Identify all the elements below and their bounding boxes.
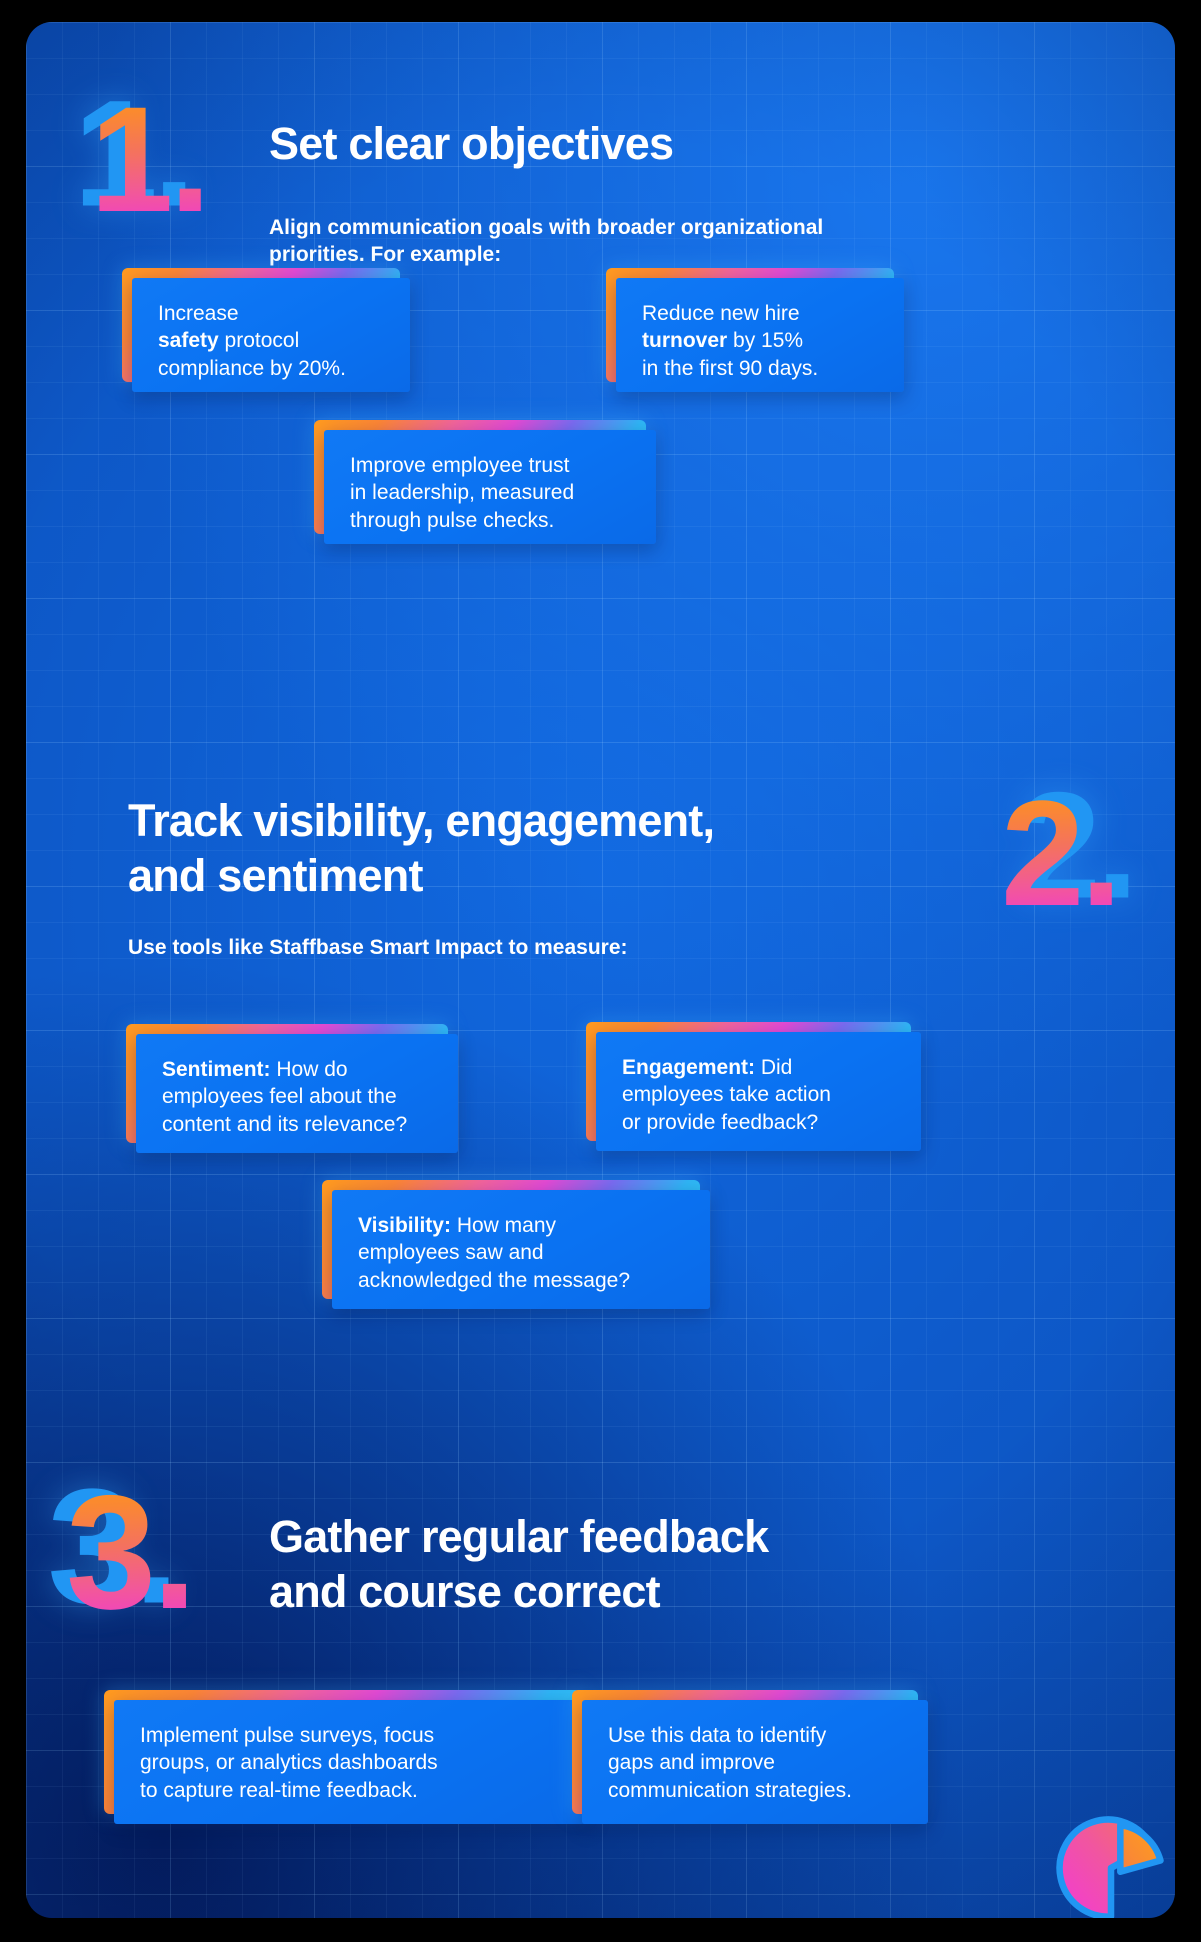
card-text: Sentiment: How do employees feel about t…	[162, 1058, 408, 1136]
section-2-subheading: Use tools like Staffbase Smart Impact to…	[128, 936, 628, 959]
step-number-3-face: 3.	[66, 1462, 197, 1643]
section-2-heading: Track visibility, engagement, and sentim…	[128, 795, 715, 901]
card-body	[132, 278, 410, 392]
card-body	[136, 1034, 458, 1153]
card-body	[332, 1190, 710, 1309]
step-number-1-shadow: 1.	[73, 78, 195, 229]
card-body	[616, 278, 904, 392]
card-pulse-surveys: Implement pulse surveys, focus groups, o…	[104, 1690, 591, 1824]
card-employee-trust: Improve employee trust in leadership, me…	[314, 420, 656, 544]
pie-chart-icon	[1056, 1816, 1164, 1918]
step-number-2-face: 2.	[1001, 769, 1122, 937]
step-number-1: 1. 1.	[73, 78, 211, 235]
step-number-2-shadow: 2.	[1016, 770, 1138, 921]
card-body	[324, 430, 656, 544]
section-1-subheading: Align communication goals with broader o…	[269, 216, 824, 267]
card-text: Use this data to identify gaps and impro…	[608, 1724, 852, 1802]
card-text: Reduce new hire turnover by 15% in the f…	[642, 302, 819, 380]
card-text: Engagement: Did employees take action or…	[622, 1056, 831, 1134]
card-body	[582, 1700, 928, 1824]
card-text: Increase safety protocol compliance by 2…	[158, 302, 346, 380]
step-number-1-face: 1.	[90, 75, 211, 243]
section-3-heading: Gather regular feedback and course corre…	[269, 1511, 769, 1617]
infographic-content: 1. 1. Set clear objectives Align communi…	[26, 22, 1175, 1918]
infographic-canvas: 1. 1. Set clear objectives Align communi…	[26, 22, 1175, 1918]
card-safety-compliance: Increase safety protocol compliance by 2…	[122, 268, 410, 392]
card-identify-gaps: Use this data to identify gaps and impro…	[572, 1690, 928, 1824]
card-visibility: Visibility: How many employees saw and a…	[322, 1180, 710, 1309]
section-1-heading: Set clear objectives	[269, 118, 674, 169]
card-body	[596, 1032, 921, 1151]
step-number-3-shadow: 3.	[47, 1465, 179, 1628]
card-text: Improve employee trust in leadership, me…	[350, 454, 575, 532]
card-text: Visibility: How many employees saw and a…	[358, 1214, 631, 1292]
card-engagement: Engagement: Did employees take action or…	[586, 1022, 921, 1151]
step-number-3: 3. 3.	[47, 1465, 197, 1634]
card-new-hire-turnover: Reduce new hire turnover by 15% in the f…	[606, 268, 904, 392]
card-body	[114, 1700, 591, 1824]
card-text: Implement pulse surveys, focus groups, o…	[140, 1724, 438, 1802]
card-sentiment: Sentiment: How do employees feel about t…	[126, 1024, 458, 1153]
step-number-2: 2. 2.	[1001, 770, 1139, 929]
